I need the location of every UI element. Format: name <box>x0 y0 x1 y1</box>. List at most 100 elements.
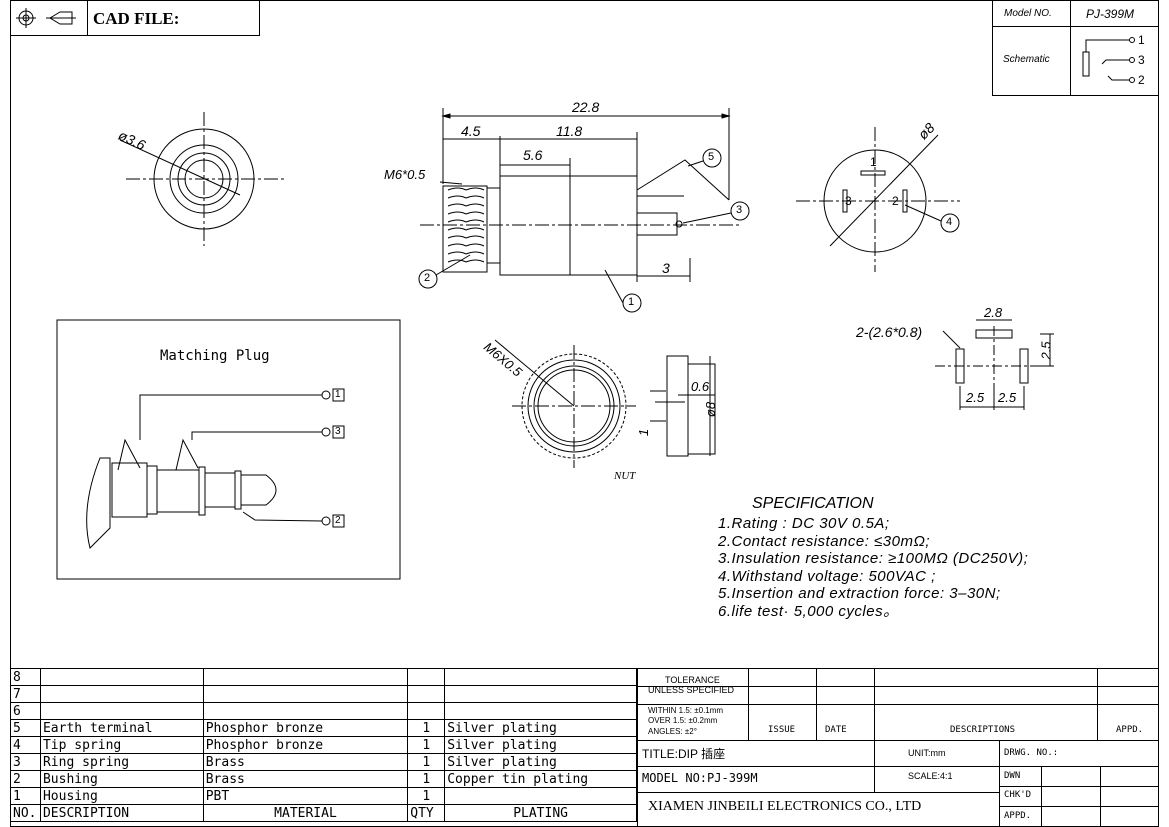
pcb-width-dim: 2.8 <box>984 305 1003 320</box>
bom-desc: Ring spring <box>39 753 204 771</box>
bom-desc: Earth terminal <box>39 719 204 737</box>
bom-plating: Copper tin plating <box>444 770 637 788</box>
unit-label: UNIT:mm <box>908 748 946 758</box>
bom-plating: Silver plating <box>444 753 637 771</box>
bom-row: 7 <box>10 685 637 703</box>
drwg-label: DRWG. NO.: <box>1004 748 1059 758</box>
plug-pin-2: 2 <box>335 515 341 526</box>
spec-line-3: 3.Insulation resistance: ≥100MΩ (DC250V)… <box>718 550 1029 567</box>
bom-no: 2 <box>10 770 41 788</box>
within-label: WITHIN 1.5: ±0.1mm <box>648 706 724 715</box>
bom-desc <box>39 702 204 720</box>
issue-label: ISSUE <box>768 725 796 735</box>
tb-line <box>637 704 1159 705</box>
side-overall-dim: 22.8 <box>572 99 600 115</box>
bom-qty: 1 <box>407 736 446 754</box>
cad-header <box>10 0 260 36</box>
bom-plating: Silver plating <box>444 736 637 754</box>
bom-qty: 1 <box>407 770 446 788</box>
matching-plug-title: Matching Plug <box>160 348 270 364</box>
tolerance-label: TOLERANCE <box>665 675 720 685</box>
tb-line <box>999 806 1159 807</box>
nut-small-dim: 1 <box>636 428 652 437</box>
plug-pin-3: 3 <box>335 426 341 437</box>
bom-no: 6 <box>10 702 41 720</box>
model-box-vline <box>1070 0 1071 96</box>
bom-header-qty: QTY <box>407 804 446 822</box>
appd-label: APPD. <box>1116 725 1144 735</box>
spec-line-1: 1.Rating : DC 30V 0.5A; <box>718 515 890 532</box>
dwn-label: DWN <box>1004 771 1021 781</box>
callout-1: 1 <box>628 296 635 308</box>
bom-qty <box>407 668 446 686</box>
bom-header-desc: DESCRIPTION <box>39 804 204 822</box>
angles-label: ANGLES: ±2° <box>648 727 697 736</box>
bom-desc <box>39 668 204 686</box>
spec-line-2: 2.Contact resistance: ≤30mΩ; <box>718 532 931 550</box>
spec-line-4: 4.Withstand voltage: 500VAC ; <box>718 567 936 585</box>
scale-label: SCALE:4:1 <box>908 771 953 781</box>
bom-no: 4 <box>10 736 41 754</box>
nut-thickness-dim: 0.6 <box>691 379 710 394</box>
bom-mat: Brass <box>202 753 409 771</box>
bom-desc: Tip spring <box>39 736 204 754</box>
bom-mat: PBT <box>202 787 409 805</box>
side-mid-len-dim: 5.6 <box>523 147 543 163</box>
tb-vline <box>874 668 875 792</box>
bom-qty: 1 <box>407 719 446 737</box>
callout-5: 5 <box>708 151 715 163</box>
plug-drawing <box>86 388 345 549</box>
tb-line <box>999 786 1159 787</box>
bom-plating <box>444 787 637 805</box>
tb-vline <box>748 668 749 740</box>
tb-vline <box>1097 668 1098 740</box>
schematic-pin-3: 3 <box>1138 53 1145 67</box>
chkd-label: CHK'D <box>1004 790 1032 800</box>
bom-row: 6 <box>10 702 637 720</box>
bom-no: 1 <box>10 787 41 805</box>
side-thread-label: M6*0.5 <box>384 167 426 182</box>
bom-header-no: NO. <box>10 804 41 822</box>
pcb-holes-label: 2-(2.6*0.8) <box>856 324 923 340</box>
nut-label: NUT <box>614 470 636 482</box>
date-label: DATE <box>825 725 847 735</box>
side-body-len-dim: 11.8 <box>556 123 583 139</box>
schematic-label: Schematic <box>1003 54 1050 65</box>
tb-line <box>637 740 1159 741</box>
tb-vline <box>1100 766 1101 827</box>
bom-no: 3 <box>10 753 41 771</box>
bom-qty: 1 <box>407 753 446 771</box>
rear-pin-1: 1 <box>870 155 877 169</box>
rear-pin-3: 3 <box>845 194 852 208</box>
bom-qty <box>407 702 446 720</box>
bom-header-plating: PLATING <box>444 804 637 822</box>
model-box-hline <box>992 26 1159 27</box>
rear-pin-2: 2 <box>892 194 899 208</box>
title-label: TITLE:DIP 插座 <box>642 747 726 761</box>
nut-view <box>494 339 716 468</box>
bom-mat: Brass <box>202 770 409 788</box>
callout-2: 2 <box>424 272 431 284</box>
model-no-label: Model NO. <box>1004 8 1052 19</box>
bom-no: 8 <box>10 668 41 686</box>
bom-no: 7 <box>10 685 41 703</box>
tb-vline <box>999 740 1000 827</box>
callout-4: 4 <box>946 216 953 228</box>
bom-mat <box>202 702 409 720</box>
spec-list: 1.Rating : DC 30V 0.5A; 2.Contact resist… <box>718 515 1028 620</box>
spec-line-5: 5.Insertion and extraction force: 3–30N; <box>718 585 1001 602</box>
model-no-value: PJ-399M <box>1086 7 1135 21</box>
technical-drawing <box>56 108 1054 580</box>
pcb-x1-dim: 2.5 <box>966 390 985 405</box>
rear-view <box>796 127 960 272</box>
plug-pin-1: 1 <box>335 389 341 400</box>
appd2-label: APPD. <box>1004 811 1032 821</box>
tb-line <box>637 686 1159 687</box>
front-view <box>119 112 284 246</box>
model-no-tb: MODEL NO:PJ-399M <box>642 771 758 785</box>
bom-desc: Housing <box>39 787 204 805</box>
bom-plating: Silver plating <box>444 719 637 737</box>
